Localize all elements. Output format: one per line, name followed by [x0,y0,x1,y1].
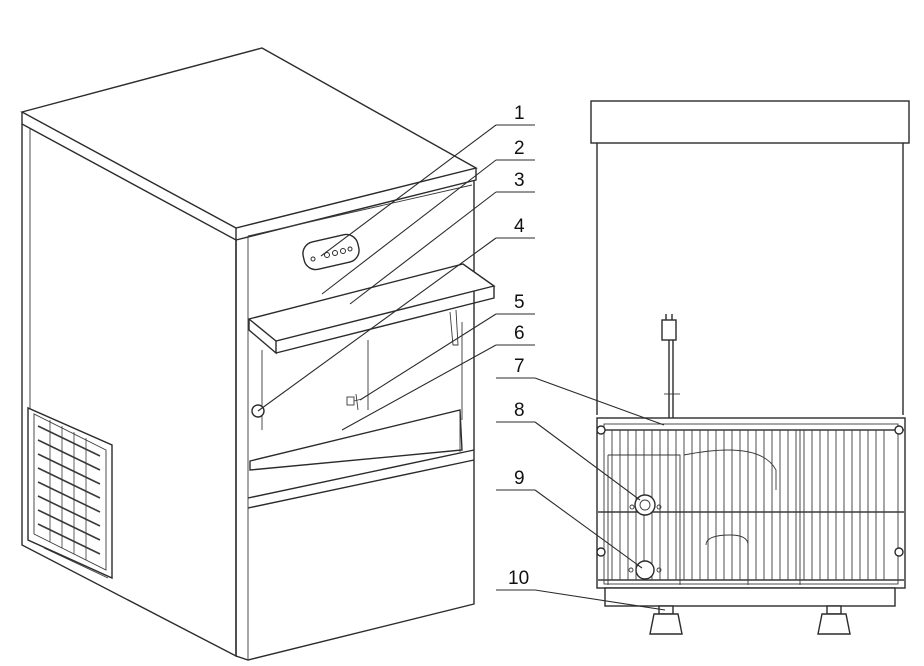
callout-8: 8 [514,400,525,421]
ice-scoop [449,309,459,346]
leader-lines [257,124,666,611]
callout-1: 1 [514,103,525,124]
ice-probe [346,393,363,411]
rear-top-cover [590,100,910,144]
callout-3: 3 [514,170,525,191]
callout-4: 4 [514,216,525,237]
rear-base [604,587,896,607]
callout-5: 5 [514,292,525,313]
callout-labels: 1 2 3 4 5 6 7 8 9 10 [508,103,529,589]
callout-7: 7 [514,356,525,377]
rear-view [590,100,910,635]
front-view [20,47,496,661]
vent-grille [27,406,113,580]
control-buttons [310,246,353,262]
top-lid [20,47,478,229]
callout-9: 9 [514,468,525,489]
callout-10: 10 [508,568,529,589]
leveling-feet [649,605,851,635]
ice-basket [249,409,463,471]
callout-2: 2 [514,138,525,159]
callout-6: 6 [514,323,525,344]
water-inlet [628,560,662,580]
control-panel [302,233,360,271]
